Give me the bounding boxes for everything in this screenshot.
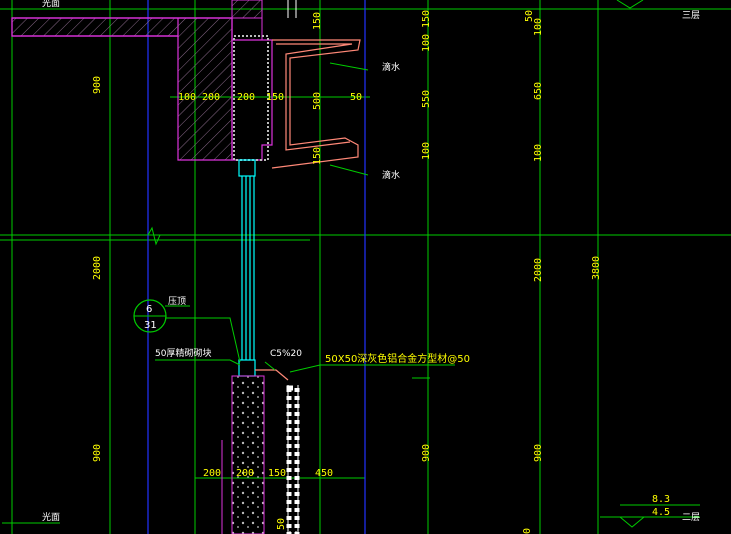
dim-bottom-small: 50 <box>276 518 287 530</box>
tile-column <box>286 0 300 534</box>
drip-label-2: 滴水 <box>382 169 400 181</box>
dim-v-mid-2: 100 <box>533 18 544 36</box>
dim-local-3: 150 <box>312 147 323 165</box>
dim-v-small-3: 550 <box>421 90 432 108</box>
axis-label-top: 光面 <box>42 0 60 9</box>
dim-top-5: 50 <box>350 92 362 103</box>
drip-label-1: 滴水 <box>382 61 400 73</box>
dim-v-left-1: 900 <box>92 76 103 94</box>
dim-top-4: 150 <box>266 92 284 103</box>
dim-v-left-3: 900 <box>92 444 103 462</box>
dim-v-mid-1: 50 <box>524 10 535 22</box>
dim-v-small-1: 150 <box>421 10 432 28</box>
dim-top-3: 200 <box>237 92 255 103</box>
dim-v-mid-4: 100 <box>533 144 544 162</box>
elev-bottom: 4.5 <box>652 507 670 518</box>
dim-bottom-2: 200 <box>236 468 254 479</box>
axis-lines <box>147 0 366 534</box>
dim-overall: 3800 <box>591 256 602 280</box>
dim-v-mid-3: 650 <box>533 82 544 100</box>
axis-label-bottom: 光面 <box>42 511 60 523</box>
dim-bottom-zero: 0 <box>522 528 533 534</box>
concrete-block-label: 50厚精砌砌块 <box>155 347 211 359</box>
block-wall <box>221 369 289 534</box>
vertical-dims: 150 100 550 100 50 100 650 100 2000 900 … <box>92 10 602 534</box>
dim-v-mid-5: 2000 <box>533 258 544 282</box>
concrete-slab <box>11 0 273 161</box>
floor-label-bottom: 二层 <box>682 512 700 523</box>
dim-local-2: 500 <box>312 92 323 110</box>
dim-v-small-4: 100 <box>421 142 432 160</box>
dim-local-1: 150 <box>312 12 323 30</box>
dim-v-left-2: 2000 <box>92 256 103 280</box>
dim-bottom-3: 150 <box>268 468 286 479</box>
dim-bottom-4: 450 <box>315 468 333 479</box>
dim-v-local-bottom: 900 <box>421 444 432 462</box>
floor-label-top: 三层 <box>682 10 700 21</box>
elevation-marker <box>619 516 645 528</box>
cornice-profile <box>271 39 361 169</box>
elevation-marker-top <box>616 0 644 9</box>
rebar-label: C5%20 <box>270 349 302 359</box>
dim-bottom-1: 200 <box>203 468 221 479</box>
dim-v-mid-6: 900 <box>533 444 544 462</box>
detail-bubble-bottom-text: 31 <box>144 320 157 331</box>
leader-lines <box>155 62 455 373</box>
profile-label: 50X50深灰色铝合金方型材@50 <box>325 352 470 365</box>
window-frame <box>238 159 256 377</box>
dim-top-2: 200 <box>202 92 220 103</box>
elev-top: 8.3 <box>652 494 670 505</box>
detail-bubble: 6 31 <box>133 299 167 333</box>
dim-v-small-2: 100 <box>421 34 432 52</box>
press-top-label: 压顶 <box>168 296 186 307</box>
break-mark <box>147 226 161 246</box>
detail-bubble-top-text: 6 <box>146 304 152 315</box>
dim-top-1: 100 <box>178 92 196 103</box>
